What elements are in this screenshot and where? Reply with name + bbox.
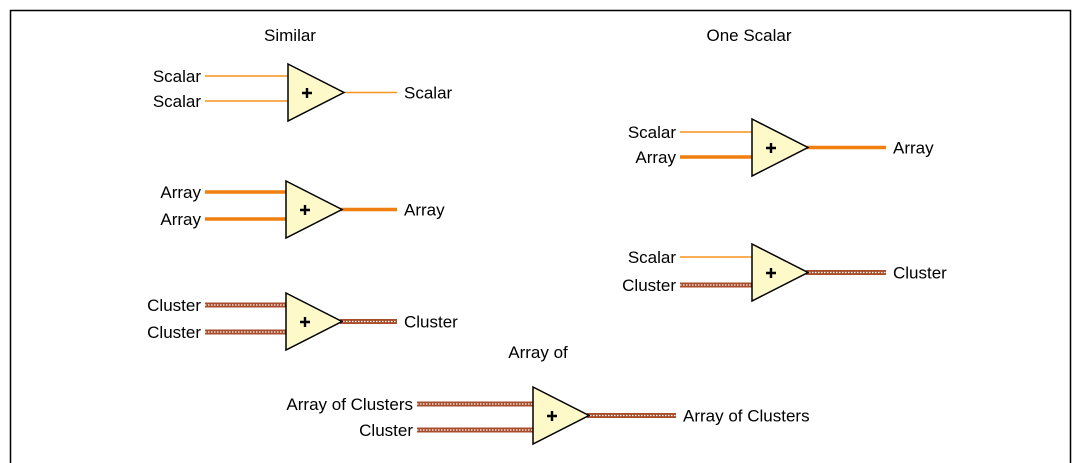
input-label-1: Cluster — [147, 296, 201, 315]
input-label-2: Cluster — [622, 276, 676, 295]
input-label-2: Scalar — [153, 92, 202, 111]
input-label-1: Array — [160, 183, 201, 202]
input-label-2: Cluster — [359, 421, 413, 440]
output-label: Array — [404, 201, 445, 220]
output-label: Array of Clusters — [683, 407, 810, 426]
input-label-2: Cluster — [147, 323, 201, 342]
input-label-1: Scalar — [628, 123, 677, 142]
input-label-2: Array — [635, 148, 676, 167]
heading-array-of: Array of — [508, 343, 568, 362]
add-node-triangle — [285, 291, 344, 352]
add-node-triangle — [751, 242, 810, 303]
frame-border — [9, 9, 1072, 463]
add-node-triangle — [287, 62, 346, 123]
heading-similar: Similar — [264, 26, 316, 45]
plus-operator-icon — [547, 411, 557, 421]
input-label-2: Array — [160, 210, 201, 229]
output-label: Array — [893, 139, 934, 158]
plus-operator-icon — [302, 88, 312, 98]
plus-operator-icon — [766, 268, 776, 278]
input-label-1: Scalar — [628, 248, 677, 267]
plus-operator-icon — [766, 143, 776, 153]
input-label-1: Scalar — [153, 67, 202, 86]
heading-one-scalar: One Scalar — [706, 26, 791, 45]
output-label: Cluster — [404, 313, 458, 332]
output-label: Cluster — [893, 264, 947, 283]
add-node-triangle — [285, 179, 344, 240]
input-label-1: Array of Clusters — [286, 395, 413, 414]
plus-operator-icon — [300, 317, 310, 327]
plus-operator-icon — [300, 205, 310, 215]
add-node-triangle — [751, 117, 810, 178]
output-label: Scalar — [404, 84, 453, 103]
add-node-triangle — [532, 385, 591, 446]
